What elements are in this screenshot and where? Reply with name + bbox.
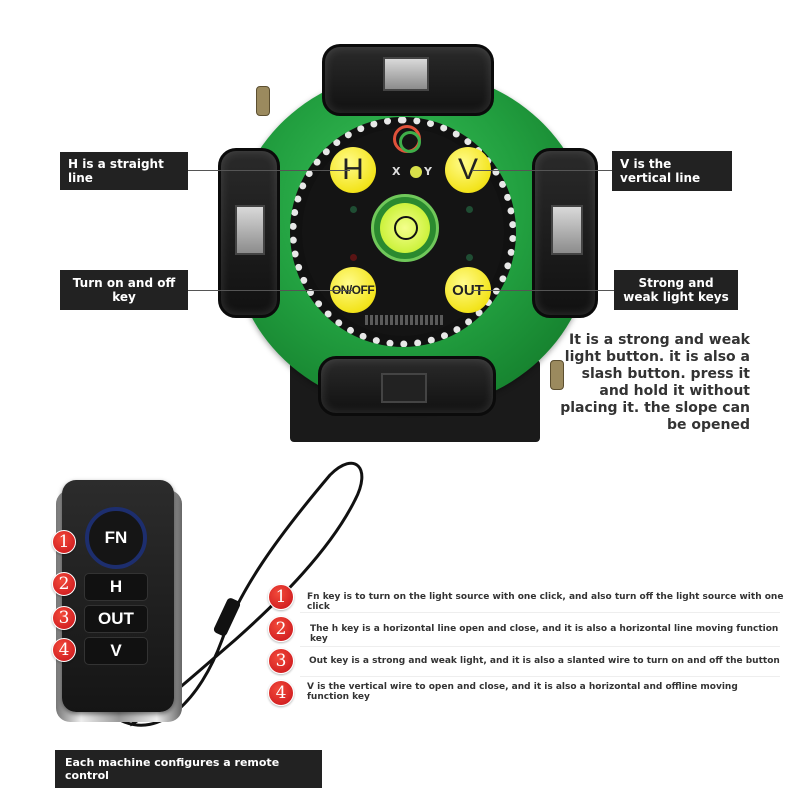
legend-text-3: Out key is a strong and weak light, and …	[309, 656, 780, 666]
legend-text-2: The h key is a horizontal line open and …	[310, 624, 779, 644]
legend-badge-3: 3	[268, 648, 294, 674]
xy-indicator-led	[410, 166, 422, 178]
laser-window-right	[532, 148, 598, 318]
laser-window-left	[218, 148, 280, 318]
legend-divider	[300, 612, 780, 613]
legend-badge-1: 1	[268, 584, 294, 610]
status-led	[350, 206, 357, 213]
bubble-level-ring-icon	[394, 216, 418, 240]
remote-badge-4: 4	[52, 638, 76, 662]
status-led	[466, 254, 473, 261]
callout-v-key-text: V is the vertical line	[620, 157, 701, 185]
leader-line-out	[472, 290, 614, 291]
remote-h-button[interactable]: H	[84, 573, 148, 601]
laser-window-bottom	[318, 356, 496, 416]
callout-power-key-text: Turn on and off key	[72, 276, 176, 304]
remote-badge-3: 3	[52, 606, 76, 630]
legend-badge-4: 4	[268, 680, 294, 706]
callout-out-key: Strong and weak light keys	[614, 270, 738, 310]
adjustment-knob	[550, 360, 564, 390]
panel-print-text	[365, 315, 445, 325]
legend-text-4: V is the vertical wire to open and close…	[307, 682, 738, 702]
remote-badge-2: 2	[52, 572, 76, 596]
remote-fn-button[interactable]: FN	[85, 507, 147, 569]
legend-divider	[300, 676, 780, 677]
adjustment-knob	[256, 86, 270, 116]
footer-banner: Each machine configures a remote control	[55, 750, 322, 788]
callout-h-key: H is a straight line	[60, 152, 188, 190]
status-led	[466, 206, 473, 213]
callout-h-key-text: H is a straight line	[68, 157, 164, 185]
legend-badge-2: 2	[268, 616, 294, 642]
remote-out-button[interactable]: OUT	[84, 605, 148, 633]
x-axis-label: X	[392, 165, 401, 178]
laser-window-top	[322, 44, 494, 116]
power-led	[350, 254, 357, 261]
leader-line-h	[188, 170, 350, 171]
footer-banner-text: Each machine configures a remote control	[65, 756, 280, 782]
leader-line-v	[472, 170, 612, 171]
callout-v-key: V is the vertical line	[612, 151, 732, 191]
legend-text-1: Fn key is to turn on the light source wi…	[307, 592, 784, 612]
y-axis-label: Y	[424, 165, 432, 178]
callout-out-key-text: Strong and weak light keys	[623, 276, 729, 304]
legend-divider	[300, 646, 780, 647]
leader-line-power	[188, 290, 352, 291]
out-key-description: It is a strong and weak light button. it…	[560, 332, 750, 433]
remote-v-button[interactable]: V	[84, 637, 148, 665]
brand-logo-icon	[393, 125, 421, 153]
remote-badge-1: 1	[52, 530, 76, 554]
callout-power-key: Turn on and off key	[60, 270, 188, 310]
